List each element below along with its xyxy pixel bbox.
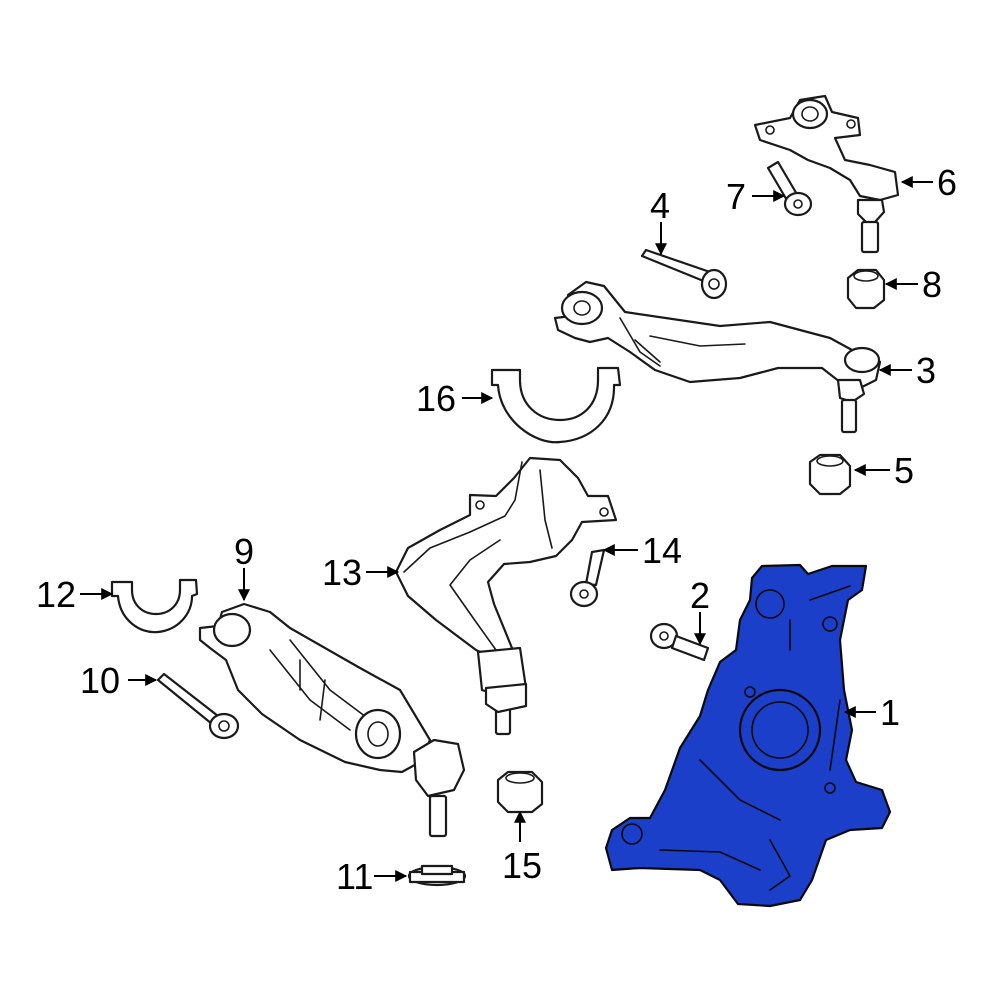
callout-2[interactable]: 2	[690, 575, 710, 616]
part-10-bolt[interactable]	[156, 672, 240, 740]
callout-5[interactable]: 5	[894, 450, 914, 491]
callout-7[interactable]: 7	[726, 176, 746, 217]
callout-6[interactable]: 6	[937, 162, 957, 203]
callout-15[interactable]: 15	[502, 845, 542, 886]
part-1-steering-knuckle[interactable]	[604, 563, 892, 908]
callout-8[interactable]: 8	[922, 264, 942, 305]
part-9-lower-control-arm[interactable]	[198, 602, 466, 838]
callout-4[interactable]: 4	[650, 185, 670, 226]
part-3-upper-control-arm[interactable]	[553, 280, 882, 434]
callout-labels: 1 2 3 4 5 6 7 8 9 10 11 12 13 14 15 16	[36, 162, 957, 897]
part-12-clip[interactable]	[110, 578, 199, 634]
callout-3[interactable]: 3	[916, 350, 936, 391]
part-11-nut[interactable]	[407, 864, 467, 887]
callout-arrows	[80, 176, 933, 882]
callout-16[interactable]: 16	[416, 378, 456, 419]
part-8-nut[interactable]	[846, 268, 886, 310]
callout-13[interactable]: 13	[322, 552, 362, 593]
part-5-nut[interactable]	[808, 453, 852, 496]
part-16-clip[interactable]	[490, 366, 622, 444]
part-7-bolt[interactable]	[766, 160, 813, 217]
part-15-nut[interactable]	[496, 770, 544, 814]
callout-9[interactable]: 9	[234, 531, 254, 572]
callout-12[interactable]: 12	[36, 574, 76, 615]
callout-14[interactable]: 14	[642, 530, 682, 571]
part-14-bolt[interactable]	[569, 548, 606, 608]
part-6-upper-ball-joint-link[interactable]	[753, 94, 900, 254]
callout-1[interactable]: 1	[880, 692, 900, 733]
callout-10[interactable]: 10	[80, 660, 120, 701]
part-4-bolt[interactable]	[640, 248, 728, 300]
callout-11[interactable]: 11	[336, 856, 373, 897]
part-13-lower-arm[interactable]	[394, 456, 618, 736]
